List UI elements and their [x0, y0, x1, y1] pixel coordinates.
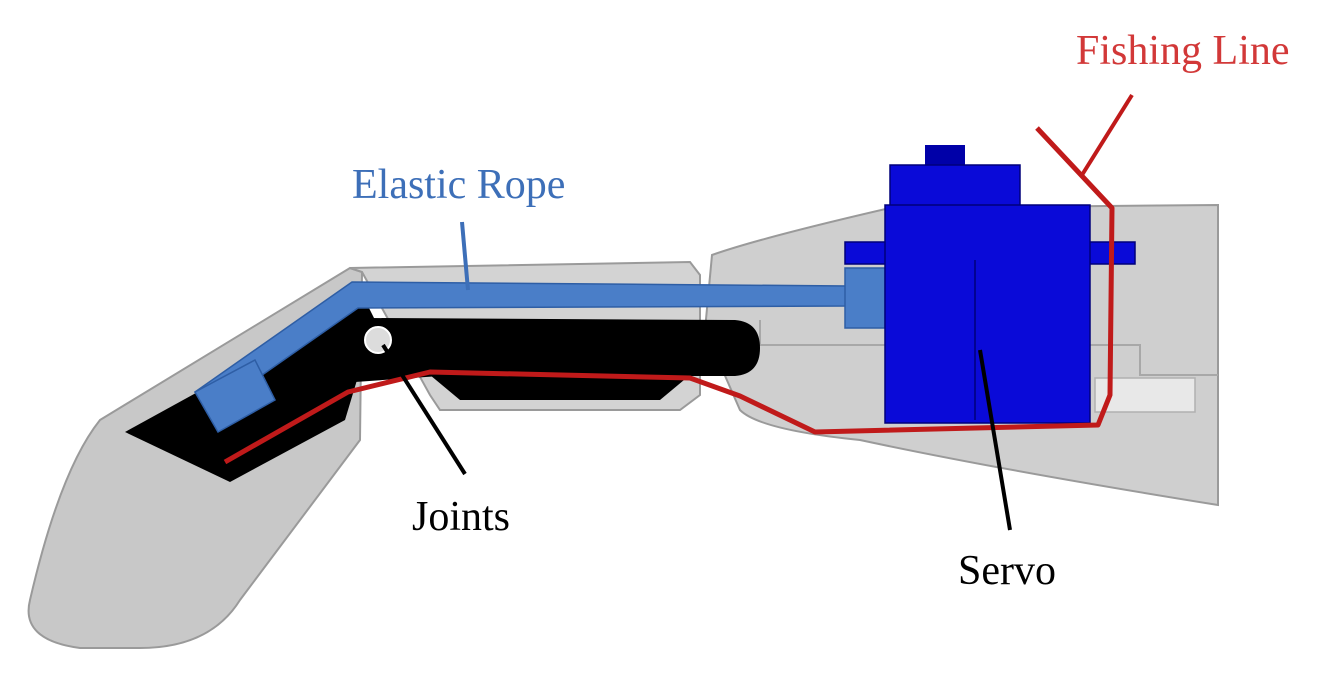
- middle-bone-lower: [430, 375, 690, 400]
- palm-inner-detail: [759, 320, 1218, 376]
- fishing-line: [223, 93, 1134, 465]
- middle-bone: [355, 318, 760, 382]
- fishing-line-leader: [1080, 93, 1134, 177]
- elastic-rope-leader: [460, 221, 470, 291]
- elastic-rope-connector: [844, 267, 886, 329]
- joints-leader: [381, 343, 467, 476]
- servo-label: Servo: [958, 548, 1056, 594]
- joints-label: Joints: [412, 494, 510, 540]
- elastic-rope-label: Elastic Rope: [352, 162, 565, 208]
- fishing-line-label: Fishing Line: [1076, 28, 1290, 74]
- elastic-rope-anchor: [193, 358, 276, 434]
- servo-top-step: [889, 164, 1021, 211]
- fishing-line-path: [223, 126, 1115, 465]
- elastic-rope: [193, 267, 886, 434]
- servo-leader: [978, 349, 1012, 531]
